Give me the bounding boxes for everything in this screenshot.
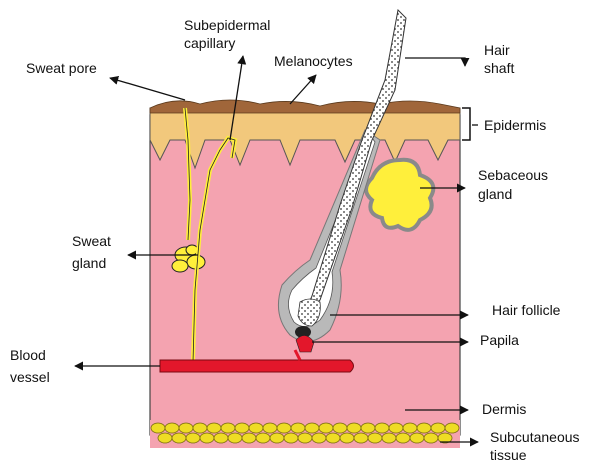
label-hair-follicle: Hair follicle — [492, 302, 561, 318]
fat-cell — [277, 423, 291, 433]
melanin-layer — [150, 100, 460, 113]
label-hair-shaft-line2: shaft — [484, 60, 514, 76]
blood-vessel — [160, 360, 354, 372]
label-subepidermal-capillary-line1: Subepidermal — [184, 17, 270, 33]
fat-cell — [172, 433, 186, 443]
label-subcutaneous-tissue-line2: tissue — [490, 447, 527, 463]
fat-cell — [186, 433, 200, 443]
fat-cell — [340, 433, 354, 443]
fat-cell — [298, 433, 312, 443]
fat-cell — [221, 423, 235, 433]
fat-cell — [214, 433, 228, 443]
fat-cell — [368, 433, 382, 443]
subcutaneous-fat — [150, 420, 460, 448]
label-dermis: Dermis — [482, 401, 526, 417]
label-melanocytes: Melanocytes — [274, 53, 353, 69]
fat-cell — [158, 433, 172, 443]
label-blood-vessel-line2: vessel — [10, 369, 50, 385]
fat-cell — [312, 433, 326, 443]
fat-cell — [410, 433, 424, 443]
label-sweat-pore: Sweat pore — [26, 60, 97, 76]
fat-cell — [361, 423, 375, 433]
label-sweat-gland-line2: gland — [72, 255, 106, 271]
fat-cell — [417, 423, 431, 433]
fat-cell — [228, 433, 242, 443]
fat-cell — [333, 423, 347, 433]
fat-cell — [179, 423, 193, 433]
fat-cell — [319, 423, 333, 433]
fat-cell — [270, 433, 284, 443]
fat-cell — [424, 433, 438, 443]
fat-cell — [382, 433, 396, 443]
fat-cell — [403, 423, 417, 433]
label-sebaceous-gland-line2: gland — [478, 186, 512, 202]
fat-cell — [347, 423, 361, 433]
fat-cell — [235, 423, 249, 433]
fat-cell — [249, 423, 263, 433]
label-epidermis: Epidermis — [484, 117, 546, 133]
fat-cell — [263, 423, 277, 433]
fat-cell — [207, 423, 221, 433]
label-hair-shaft-line1: Hair — [484, 42, 510, 58]
label-blood-vessel-line1: Blood — [10, 347, 46, 363]
fat-cell — [256, 433, 270, 443]
fat-cell — [291, 423, 305, 433]
label-sebaceous-gland-line1: Sebaceous — [478, 167, 548, 183]
label-subcutaneous-tissue-line1: Subcutaneous — [490, 429, 580, 445]
fat-cell — [151, 423, 165, 433]
label-papila: Papila — [480, 332, 519, 348]
label-sweat-gland-line1: Sweat — [72, 233, 111, 249]
label-subepidermal-capillary-line2: capillary — [184, 35, 235, 51]
fat-cell — [165, 423, 179, 433]
fat-cell — [284, 433, 298, 443]
fat-cell — [193, 423, 207, 433]
fat-cell — [396, 433, 410, 443]
fat-cell — [200, 433, 214, 443]
fat-cell — [445, 423, 459, 433]
fat-cell — [305, 423, 319, 433]
fat-cell — [431, 423, 445, 433]
fat-cell — [326, 433, 340, 443]
fat-cell — [375, 423, 389, 433]
fat-cell — [242, 433, 256, 443]
fat-cell — [354, 433, 368, 443]
fat-cell — [389, 423, 403, 433]
